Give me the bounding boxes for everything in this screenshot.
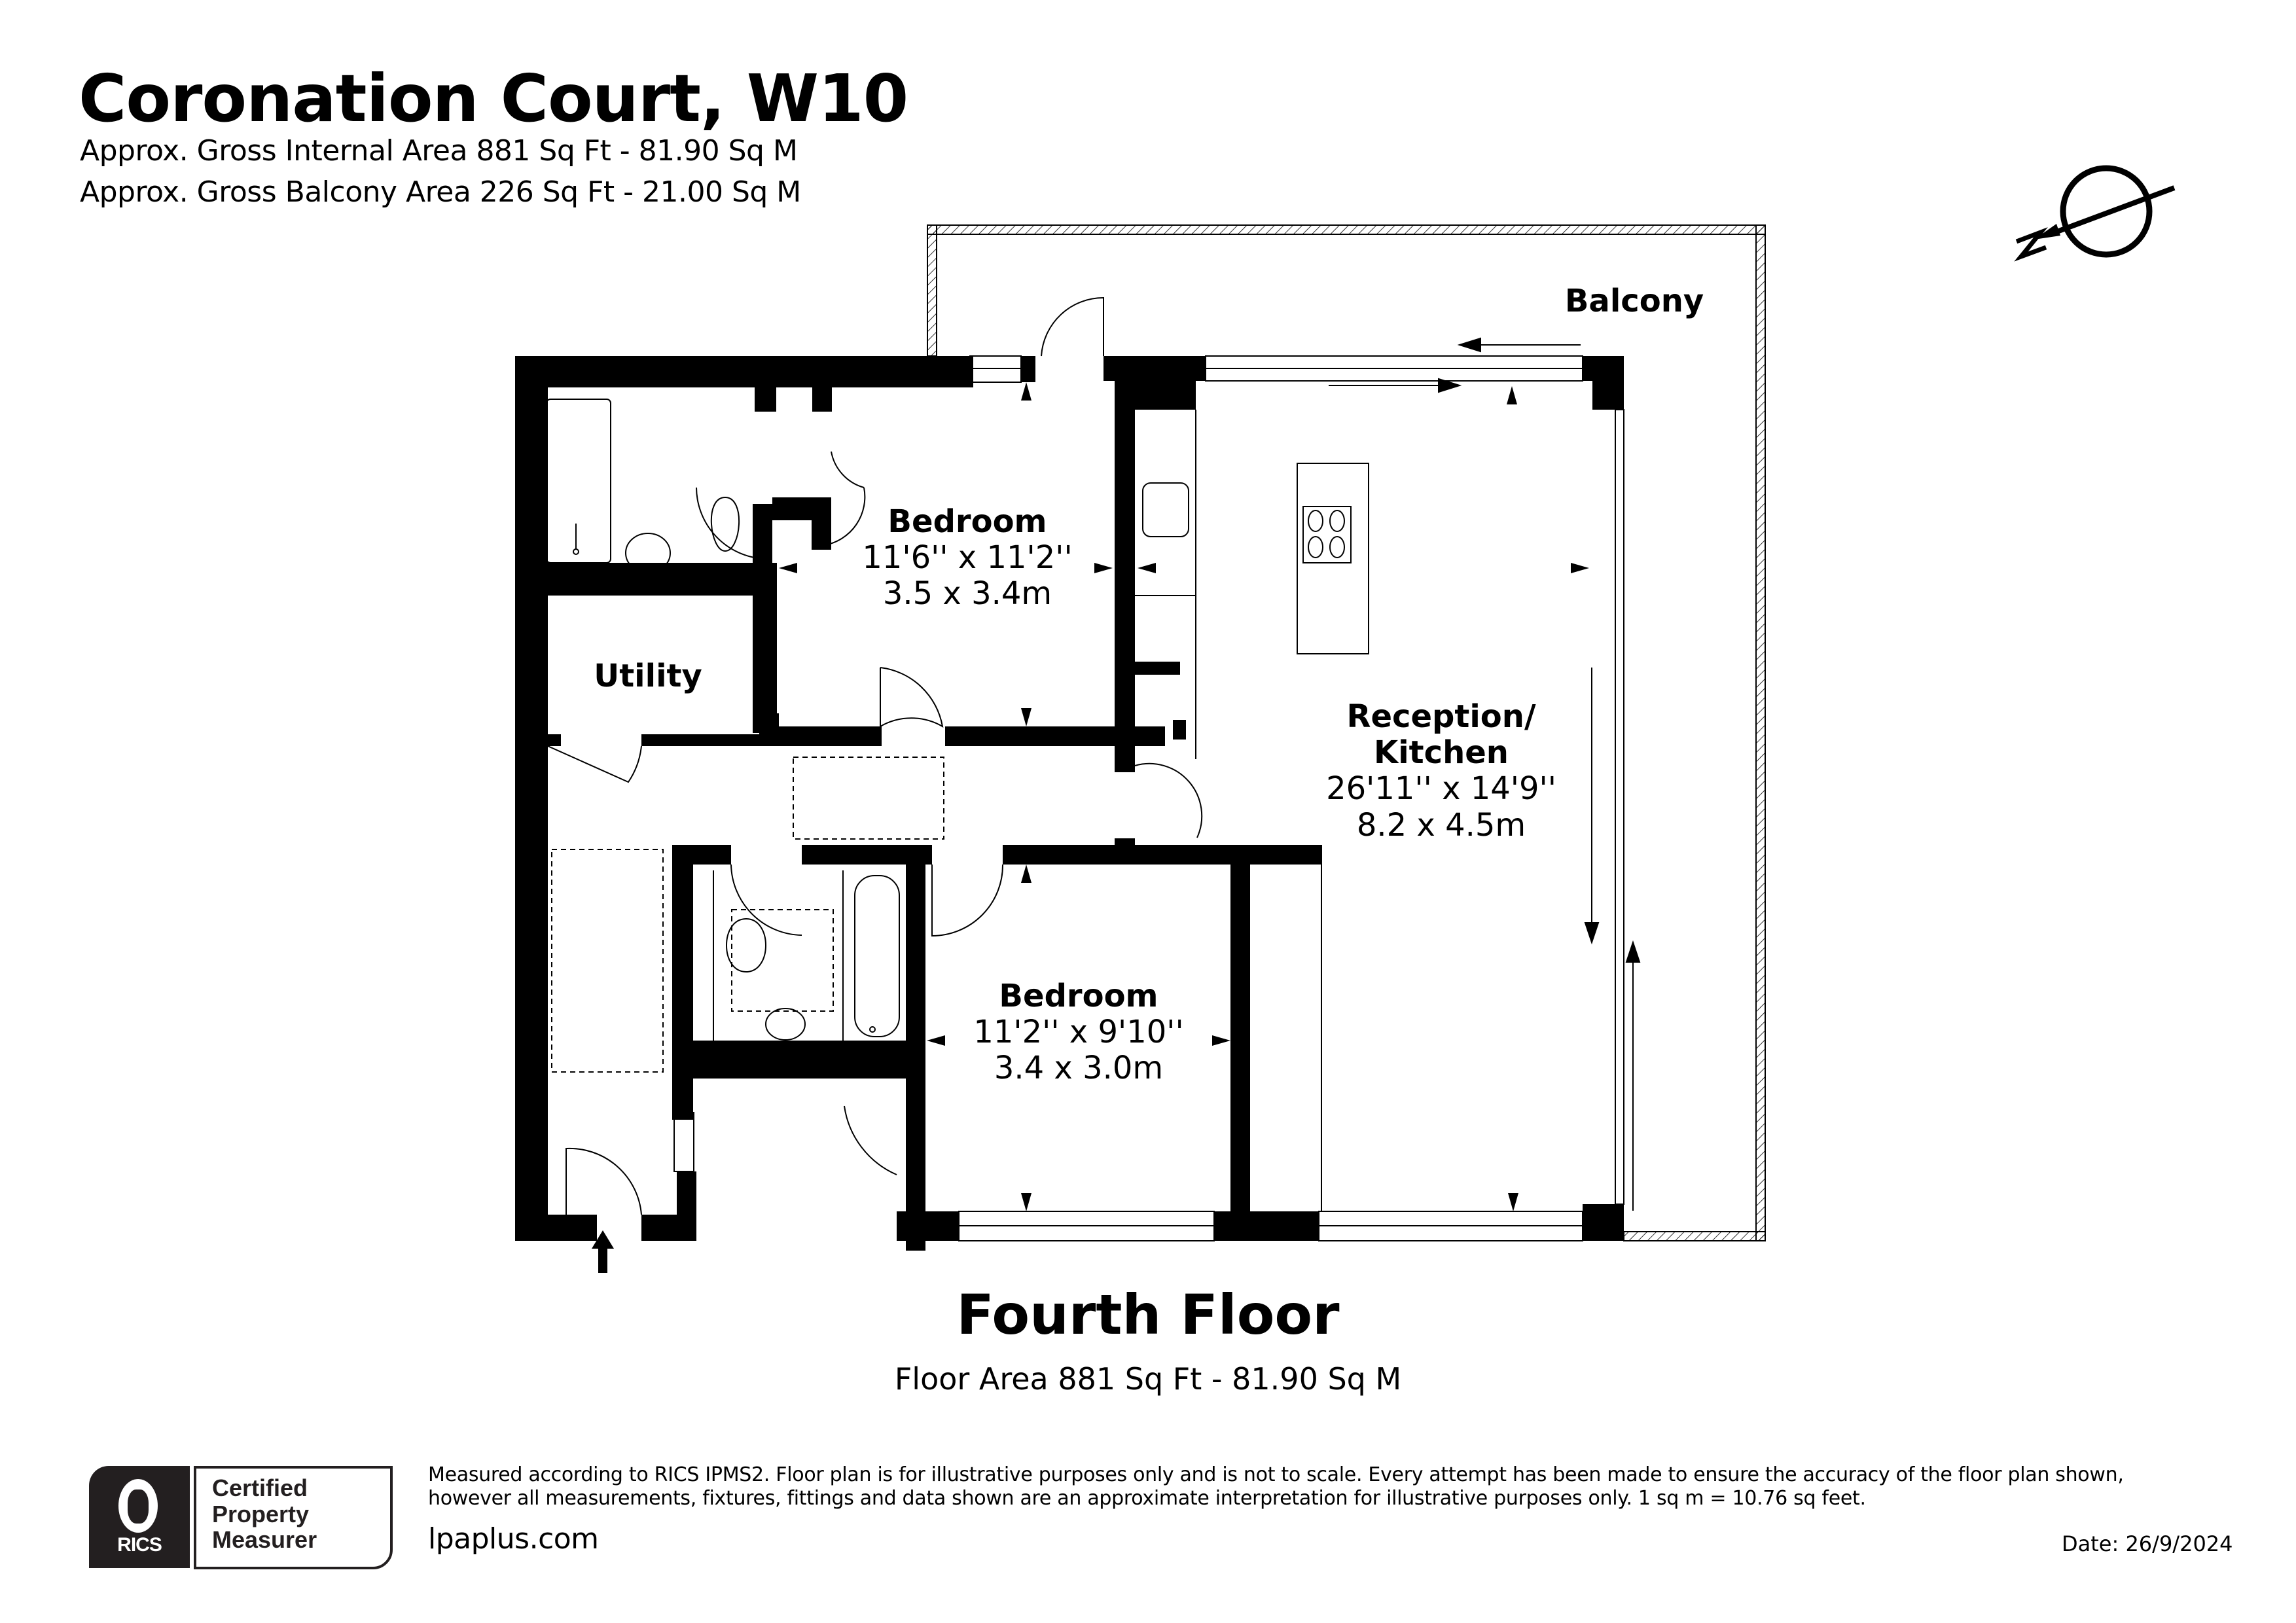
- rics-badge: RICS Certified Property Measurer: [89, 1466, 393, 1569]
- floor-area: Floor Area 881 Sq Ft - 81.90 Sq M: [894, 1361, 1402, 1397]
- sliding-door-arrows: [1329, 337, 1641, 1211]
- room-name-line1: Reception/: [1346, 698, 1536, 735]
- kitchen-fixtures: [1135, 410, 1369, 1211]
- rics-line-3: Measurer: [212, 1526, 317, 1554]
- room-label-reception-kitchen: Reception/ Kitchen 26'11'' x 14'9'' 8.2 …: [1326, 698, 1556, 844]
- rics-wordmark: RICS: [117, 1534, 162, 1556]
- balcony-outline: [927, 224, 1766, 1241]
- windows: [673, 355, 1624, 1241]
- disclaimer-line-2: however all measurements, fixtures, fitt…: [428, 1487, 1866, 1510]
- rics-line-2: Property: [212, 1500, 310, 1527]
- room-label-bedroom-1: Bedroom 11'6'' x 11'2'' 3.5 x 3.4m: [862, 503, 1073, 613]
- rics-certification: Certified Property Measurer: [194, 1466, 393, 1569]
- walls: [515, 356, 1624, 1251]
- room-dim-imperial: 26'11'' x 14'9'': [1326, 770, 1556, 808]
- plan-date: Date: 26/9/2024: [2062, 1531, 2233, 1556]
- room-label-balcony: Balcony: [1564, 283, 1704, 319]
- room-dim-imperial: 11'6'' x 11'2'': [862, 539, 1073, 577]
- storage-areas: [551, 757, 944, 1073]
- property-title: Coronation Court, W10: [79, 60, 908, 137]
- room-dim-metric: 3.5 x 3.4m: [882, 575, 1052, 613]
- room-dim-metric: 3.4 x 3.0m: [994, 1050, 1164, 1087]
- room-name-line2: Kitchen: [1374, 734, 1509, 772]
- disclaimer: Measured according to RICS IPMS2. Floor …: [428, 1463, 2234, 1510]
- gross-internal-area: Approx. Gross Internal Area 881 Sq Ft - …: [80, 134, 798, 168]
- floor-title: Fourth Floor: [956, 1283, 1340, 1347]
- room-name: Bedroom: [999, 978, 1158, 1014]
- room-label-bedroom-2: Bedroom 11'2'' x 9'10'' 3.4 x 3.0m: [973, 978, 1183, 1087]
- rics-line-1: Certified: [212, 1474, 308, 1501]
- door-swings: [547, 296, 1203, 1215]
- gross-balcony-area: Approx. Gross Balcony Area 226 Sq Ft - 2…: [80, 175, 801, 209]
- website-link[interactable]: lpaplus.com: [428, 1522, 599, 1556]
- lion-icon: [118, 1479, 158, 1533]
- room-dim-metric: 8.2 x 4.5m: [1356, 806, 1526, 844]
- north-arrow-icon: [2014, 165, 2176, 262]
- room-dim-imperial: 11'2'' x 9'10'': [973, 1014, 1184, 1051]
- room-name: Bedroom: [888, 503, 1047, 540]
- dimension-markers: [779, 382, 1589, 1211]
- entrance-arrow-icon: [592, 1230, 614, 1273]
- room-label-utility: Utility: [594, 658, 702, 694]
- bathroom-fixtures: [546, 399, 900, 1041]
- rics-logo: RICS: [89, 1466, 190, 1568]
- disclaimer-line-1: Measured according to RICS IPMS2. Floor …: [428, 1463, 2124, 1486]
